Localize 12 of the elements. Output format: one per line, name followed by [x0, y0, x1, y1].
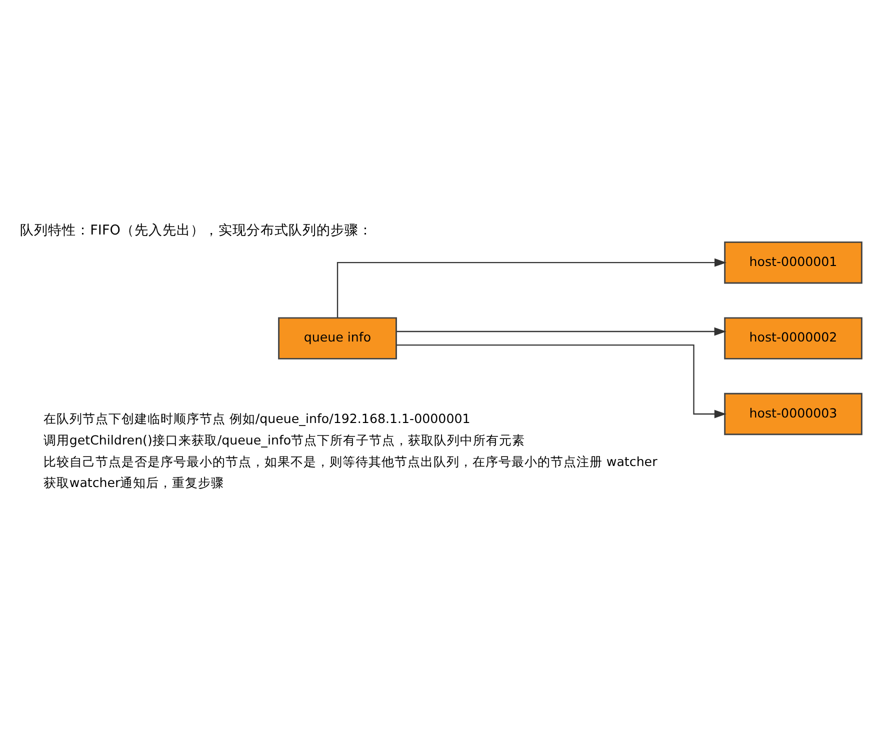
arrow: [336, 258, 727, 318]
label: 调用getChildren()接口来获取/queue_info节点下所有子节点，获取队列中所有元素: [43, 432, 526, 448]
label: 比较自己节点是否是序号最小的节点，如果不是，则等待其他节点出队列，在序号最小的节点注册 watcher: [43, 454, 658, 469]
label: 在队列节点下创建临时顺序节点 例如/queue_info/192.168.1.1-0000001: [43, 411, 470, 426]
node-box: host-0000003: [724, 392, 862, 436]
node-box: queue info: [278, 317, 397, 360]
node-box: host-0000002: [724, 317, 862, 360]
label: 获取watcher通知后，重复步骤: [43, 475, 224, 490]
node-box: host-0000001: [724, 241, 862, 284]
arrow: [396, 344, 726, 418]
diagram-title: 队列特性：FIFO（先入先出），实现分布式队列的步骤：: [20, 222, 372, 239]
arrow: [396, 327, 726, 336]
